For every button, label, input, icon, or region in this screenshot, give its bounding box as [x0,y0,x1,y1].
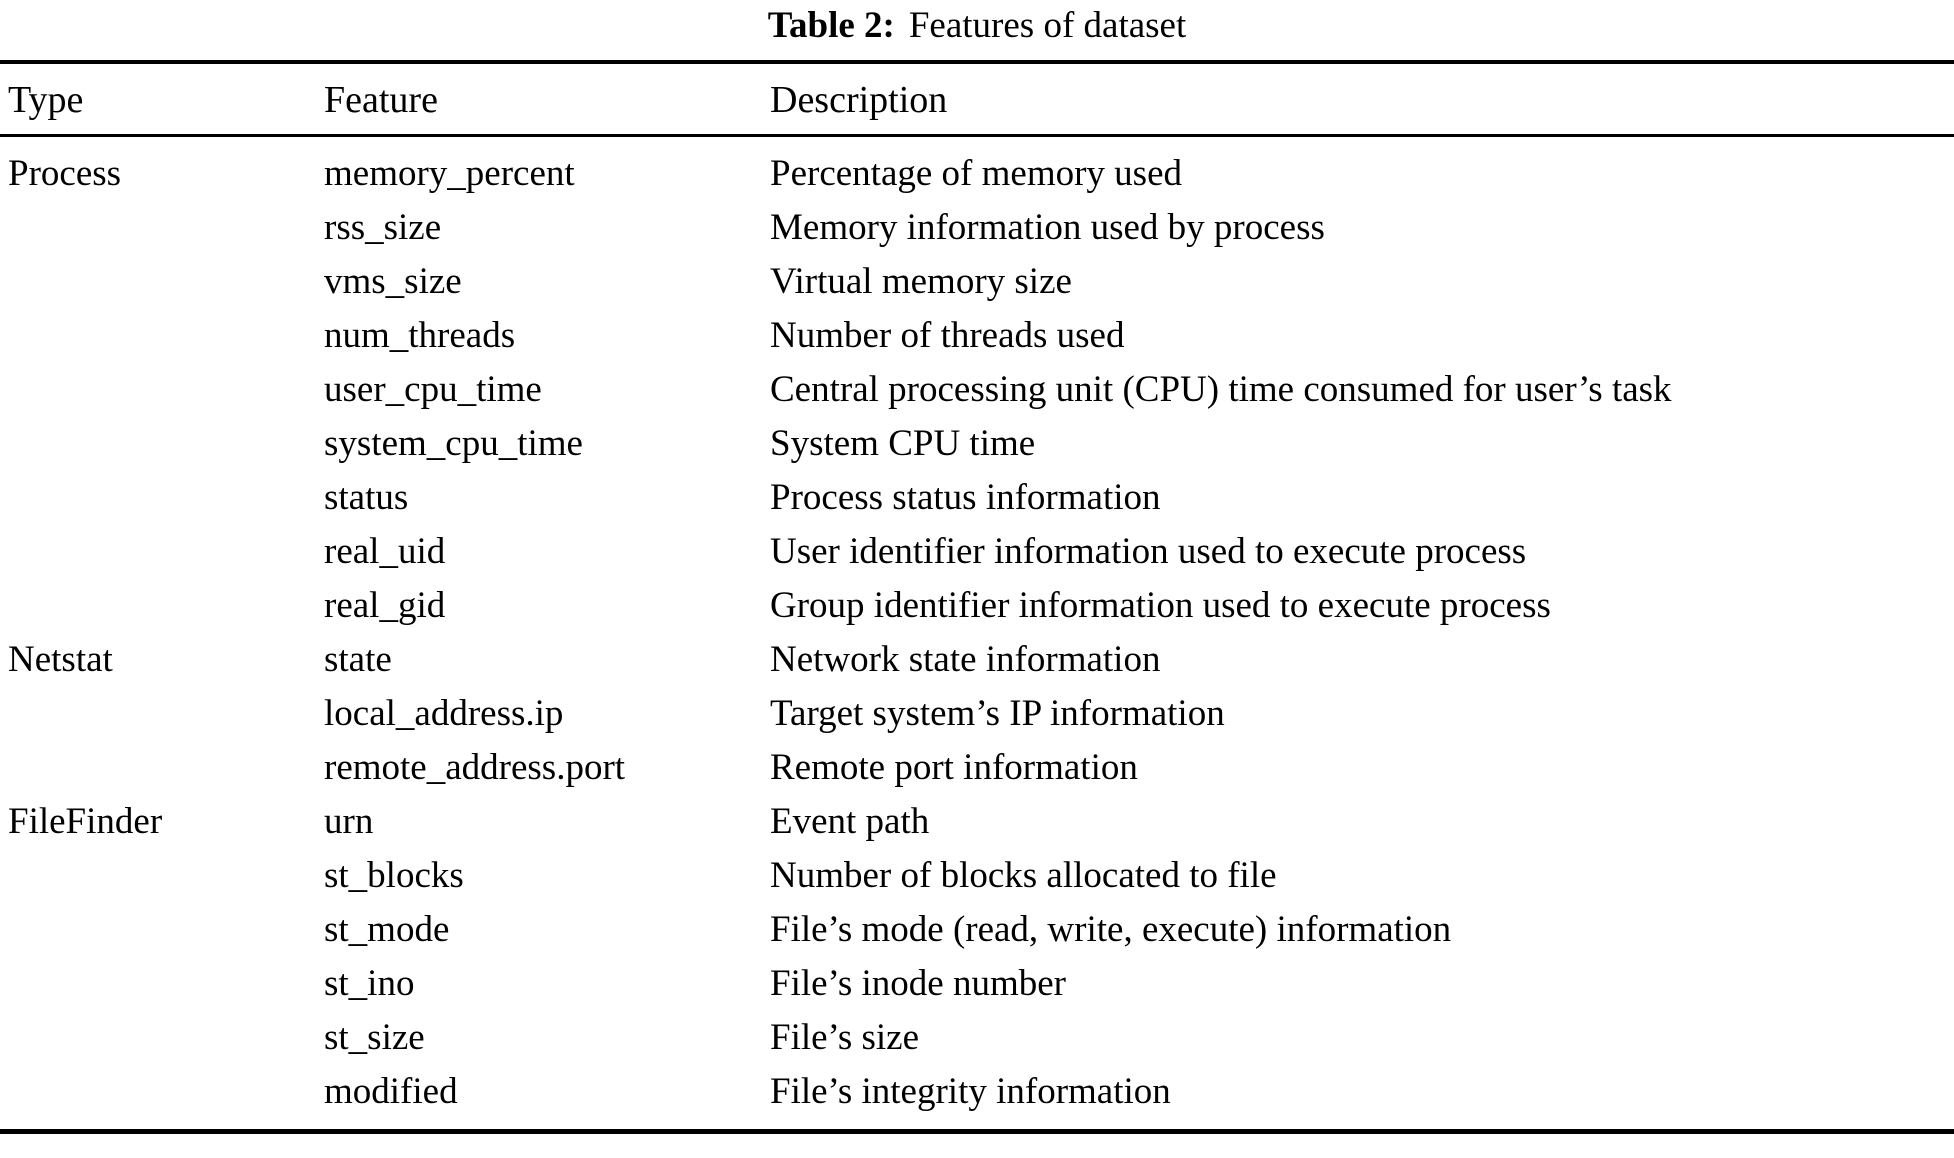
cell-description: Target system’s IP information [770,693,1225,734]
cell-type [0,1065,324,1132]
cell-description: Network state information [770,639,1161,680]
cell-description: File’s inode number [770,963,1066,1004]
cell-feature: real_gid [324,585,446,626]
cell-description: Group identifier information used to exe… [770,585,1551,626]
cell-description: Number of blocks allocated to file [770,855,1277,896]
cell-type [0,687,324,741]
table-header: Type Feature Description [0,62,1954,137]
table-row: real_uid User identifier information used… [0,525,1954,579]
header-row: Type Feature Description [0,62,1954,137]
table-row: vms_size Virtual memory size [0,255,1954,309]
cell-type [0,363,324,417]
table-row: st_size File’s size [0,1011,1954,1065]
cell-type [0,849,324,903]
table-row: Netstat state Network state information [0,633,1954,687]
cell-description: File’s size [770,1017,920,1058]
table-row: st_ino File’s inode number [0,957,1954,1011]
table-row: rss_size Memory information used by proce… [0,201,1954,255]
table-row: local_address.ip Target system’s IP infor… [0,687,1954,741]
cell-description: File’s mode (read, write, execute) infor… [770,909,1452,950]
cell-type [0,957,324,1011]
table-row: remote_address.port Remote port informati… [0,741,1954,795]
table-row: status Process status information [0,471,1954,525]
cell-description: Percentage of memory used [770,153,1182,194]
table-caption-text: Features of dataset [908,5,1187,46]
table-row: real_gid Group identifier information use… [0,579,1954,633]
cell-type [0,903,324,957]
table-body: Process memory_percent Percentage of memor… [0,136,1954,1132]
table-row: system_cpu_time System CPU time [0,417,1954,471]
cell-feature: real_uid [324,531,446,572]
table-row: user_cpu_time Central processing unit (CP… [0,363,1954,417]
cell-type [0,201,324,255]
cell-type [0,741,324,795]
table-caption-label: Table 2: [767,5,895,46]
table-row: st_blocks Number of blocks allocated to f… [0,849,1954,903]
cell-feature: st_blocks [324,855,464,896]
cell-feature: status [324,477,409,518]
cell-type: FileFinder [8,801,163,842]
column-header-type: Type [0,62,324,137]
cell-feature: state [324,639,392,680]
cell-type [0,525,324,579]
cell-type [0,309,324,363]
cell-description: Event path [770,801,930,842]
cell-feature: local_address.ip [324,693,564,734]
cell-feature: memory_percent [324,153,575,194]
cell-feature: num_threads [324,315,516,356]
table-row: modified File’s integrity information [0,1065,1954,1132]
column-header-description: Description [770,62,1954,137]
cell-description: User identifier information used to exec… [770,531,1527,572]
cell-type: Process [8,153,122,194]
table-row: Process memory_percent Percentage of memor… [0,136,1954,202]
cell-type [0,255,324,309]
cell-feature: remote_address.port [324,747,626,788]
cell-description: System CPU time [770,423,1036,464]
cell-description: File’s integrity information [770,1071,1171,1112]
cell-type [0,1011,324,1065]
table-row: st_mode File’s mode (read, write, execute… [0,903,1954,957]
cell-type [0,417,324,471]
cell-feature: st_mode [324,909,450,950]
cell-feature: vms_size [324,261,462,302]
cell-description: Central processing unit (CPU) time consu… [770,369,1672,410]
cell-feature: user_cpu_time [324,369,542,410]
cell-type [0,471,324,525]
cell-description: Virtual memory size [770,261,1072,302]
table-row: num_threads Number of threads used [0,309,1954,363]
cell-feature: st_ino [324,963,415,1004]
cell-type [0,579,324,633]
cell-description: Number of threads used [770,315,1125,356]
cell-feature: system_cpu_time [324,423,583,464]
table-caption: Table 2: Features of dataset [0,4,1954,47]
column-header-feature: Feature [324,62,770,137]
cell-description: Memory information used by process [770,207,1325,248]
cell-description: Process status information [770,477,1161,518]
cell-description: Remote port information [770,747,1138,788]
features-table: Type Feature Description Process memory_p… [0,60,1954,1134]
cell-feature: urn [324,801,374,842]
cell-feature: modified [324,1071,458,1112]
table-row: FileFinder urn Event path [0,795,1954,849]
cell-feature: st_size [324,1017,425,1058]
cell-feature: rss_size [324,207,442,248]
cell-type: Netstat [8,639,113,680]
